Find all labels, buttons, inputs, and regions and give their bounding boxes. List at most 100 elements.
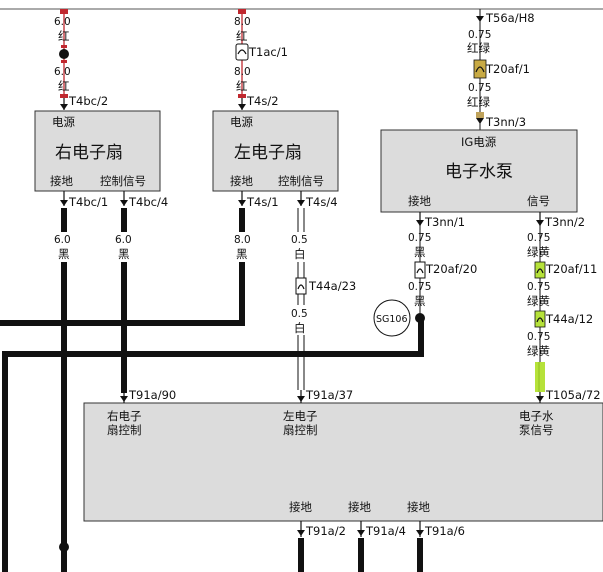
connector-label: T44a/23	[308, 279, 356, 293]
wire-size: 0.75	[527, 281, 550, 293]
connector-label: T91a/37	[305, 388, 353, 402]
wire-size: 0.75	[527, 232, 550, 244]
wire-size: 0.75	[408, 281, 431, 293]
connector-pin-icon	[238, 191, 246, 206]
wire-color: 黑	[414, 294, 426, 308]
ecu-pin-label: 接地	[348, 500, 371, 514]
connector-pin-icon	[297, 521, 305, 537]
connector-label: T91a/6	[424, 524, 465, 538]
box-pin-label: 信号	[527, 194, 550, 208]
connector-pin-icon	[60, 191, 68, 206]
connector-label: T3nn/3	[485, 115, 526, 129]
box-pin-label: 接地	[50, 174, 73, 188]
right-fan-power-wire	[59, 9, 69, 98]
connector-pin-icon	[60, 98, 68, 110]
connector-pin-icon	[416, 521, 424, 537]
box-title: 右电子扇	[55, 143, 123, 163]
connector-label: T91a/4	[365, 524, 406, 538]
ecu-pin-label: 泵信号	[519, 423, 554, 437]
box-pin-label: 接地	[408, 194, 431, 208]
wire-size: 6.0	[115, 234, 132, 246]
connector-pin-icon	[536, 212, 544, 226]
box-pin-label: 控制信号	[278, 174, 324, 188]
water-pump-power-wire	[473, 9, 487, 130]
wire-white	[295, 208, 307, 390]
wire-size: 0.5	[291, 308, 308, 320]
connector-pin-icon	[297, 390, 305, 403]
connector-label: T91a/2	[305, 524, 346, 538]
splice-point	[59, 542, 69, 552]
box-title: 电子水泵	[445, 162, 513, 182]
box-title: 左电子扇	[234, 143, 302, 163]
connector-label: T56a/H8	[485, 11, 535, 25]
connector-label: T4bc/1	[68, 195, 108, 209]
connector-label: T20af/1	[485, 62, 530, 76]
wire-color: 红绿	[467, 95, 490, 109]
ecu-box	[83, 402, 603, 522]
connector-label: T4s/2	[246, 94, 279, 108]
wire-color: 黑	[58, 247, 70, 261]
water-pump-box: IG电源 电子水泵 接地 信号	[380, 129, 578, 213]
wire-color: 白	[294, 321, 306, 335]
wire-size: 8.0	[234, 16, 251, 28]
wire-size: 6.0	[54, 234, 71, 246]
ground-label: SG106	[376, 314, 408, 325]
ground-symbol	[373, 299, 411, 337]
wire-size: 8.0	[234, 234, 251, 246]
ecu-pin-label: 接地	[407, 500, 430, 514]
connector-pin-icon	[120, 191, 128, 206]
wire-size: 6.0	[54, 66, 71, 78]
wire-color: 黑	[236, 247, 248, 261]
connector-label: T1ac/1	[248, 45, 288, 59]
wire-size: 0.5	[291, 234, 308, 246]
connector-label: T91a/90	[128, 388, 176, 402]
box-pin-label: 控制信号	[100, 174, 146, 188]
connector-label: T4bc/4	[128, 195, 168, 209]
connector-pin-icon	[416, 212, 424, 226]
ecu-pin-label: 右电子	[107, 409, 142, 423]
wire-color: 红	[236, 79, 248, 93]
wire-color: 红绿	[467, 41, 490, 55]
box-pin-label: IG电源	[461, 135, 497, 149]
left-fan-power-wire	[235, 9, 249, 98]
connector-pin-icon	[238, 98, 246, 110]
wire-color: 黑	[118, 247, 130, 261]
wire-color: 红	[58, 29, 70, 43]
connector-label: T44a/12	[545, 312, 593, 326]
connector-label: T20af/11	[545, 262, 597, 276]
wire-color: 红	[58, 79, 70, 93]
connector-pin-icon	[120, 390, 128, 403]
wire-color: 绿黄	[527, 294, 550, 308]
ecu-pin-label: 接地	[289, 500, 312, 514]
connector-label: T3nn/1	[424, 215, 465, 229]
connector-label: T4s/1	[246, 195, 279, 209]
wire-color: 红	[236, 29, 248, 43]
wire-color: 绿黄	[527, 245, 550, 259]
wire-size: 8.0	[234, 66, 251, 78]
wire-color: 白	[294, 247, 306, 261]
connector-pin-icon	[357, 521, 365, 537]
wire-size: 0.75	[468, 82, 491, 94]
ecu-pin-label: 扇控制	[283, 423, 318, 437]
connector-label: T105a/72	[545, 388, 601, 402]
connector-label: T4bc/2	[68, 94, 108, 108]
ecu-pin-label: 电子水	[519, 409, 554, 423]
wire-black-thin	[414, 226, 426, 318]
ecu-pin-label: 左电子	[283, 409, 318, 423]
connector-label: T20af/20	[425, 262, 477, 276]
wire-size: 0.75	[527, 331, 550, 343]
connector-pin-icon	[536, 392, 544, 403]
box-pin-label: 接地	[230, 174, 253, 188]
wire-green-yellow	[534, 226, 546, 392]
right-fan-box: 电源 右电子扇 接地 控制信号	[34, 110, 161, 192]
connector-label: T4s/4	[305, 195, 338, 209]
wire-size: 0.75	[468, 29, 491, 41]
box-pin-label: 电源	[230, 115, 253, 129]
connector-pin-icon	[297, 191, 305, 206]
left-fan-box: 电源 左电子扇 接地 控制信号	[212, 110, 339, 192]
box-pin-label: 电源	[52, 115, 75, 129]
ecu-pin-label: 扇控制	[107, 423, 142, 437]
wire-color: 绿黄	[527, 344, 550, 358]
connector-label: T3nn/2	[544, 215, 585, 229]
